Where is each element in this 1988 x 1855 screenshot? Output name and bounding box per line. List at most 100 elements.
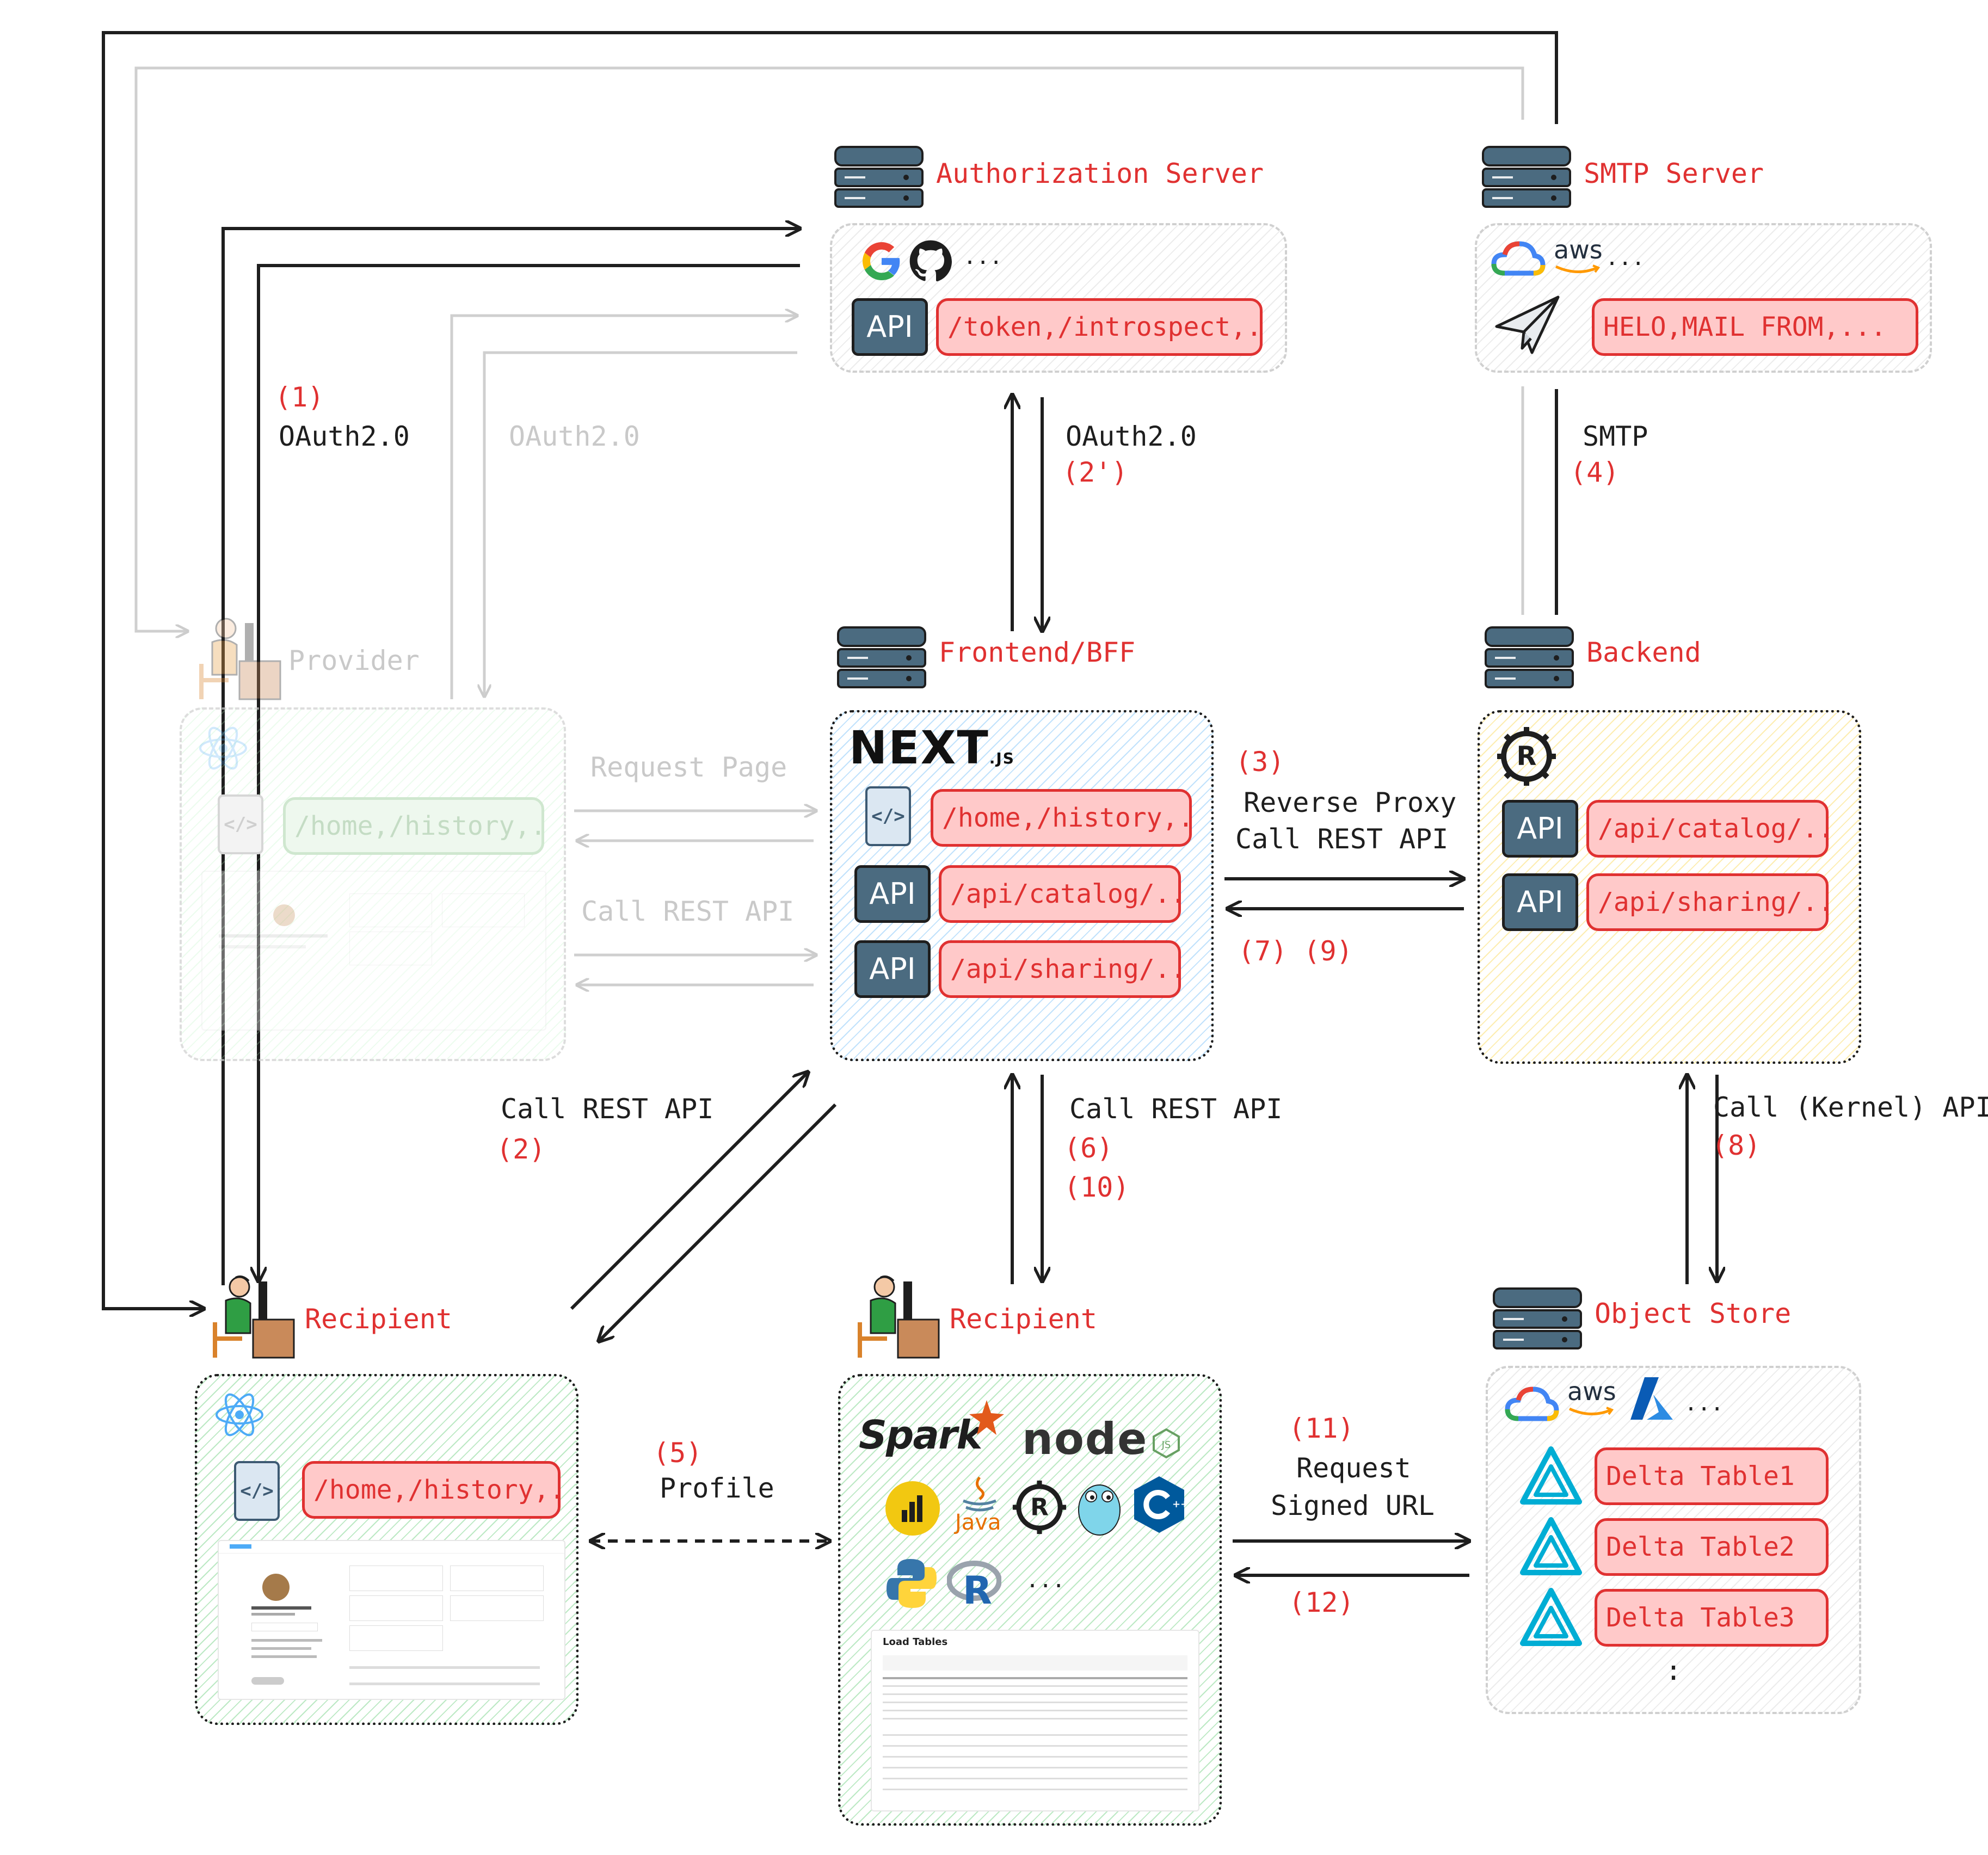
google-cloud-icon — [1491, 241, 1546, 276]
provider-page-pill: /home,/history,... — [283, 797, 544, 855]
delta-table-2-pill: Delta Table2 — [1595, 1518, 1829, 1576]
r-language-icon: R — [947, 1561, 1001, 1608]
svg-text:R: R — [1517, 741, 1537, 772]
delta-table-3-pill: Delta Table3 — [1595, 1589, 1829, 1647]
server-icon — [837, 626, 926, 688]
edge-6-number: (6) — [1064, 1132, 1113, 1164]
react-icon — [199, 726, 247, 770]
nodejs-hex-icon: JS — [1153, 1428, 1180, 1458]
react-icon — [216, 1393, 263, 1437]
provider-screenshot-thumbnail — [201, 871, 546, 1031]
backend-api-badge-1: API — [1502, 800, 1578, 858]
go-gopher-icon — [1078, 1484, 1121, 1536]
edge-2-number: (2) — [496, 1133, 546, 1165]
edge-4-number: (4) — [1570, 457, 1620, 488]
nodejs-logo: node — [1022, 1414, 1148, 1464]
object-store-ellipsis: : — [1665, 1655, 1682, 1686]
java-cup-icon — [963, 1476, 996, 1512]
edge-10-number: (10) — [1064, 1172, 1130, 1203]
edge-11-label-1: Request — [1296, 1452, 1411, 1484]
recipient-client-title: Recipient — [950, 1303, 1097, 1335]
aws-smile-icon — [1555, 264, 1601, 274]
edge-2p-number: (2') — [1062, 457, 1128, 488]
recipient-person-icon — [213, 1275, 295, 1359]
provider-box — [180, 707, 566, 1061]
edge-3-label-2: Call REST API — [1235, 823, 1449, 855]
google-icon — [863, 242, 900, 280]
auth-providers-more: ... — [963, 244, 1003, 269]
notebook-screenshot: Load Tables — [871, 1630, 1199, 1811]
edge-8-label: Call (Kernel) API — [1713, 1092, 1988, 1123]
frontend-page-pill: /home,/history,... — [931, 789, 1192, 847]
delta-table-1-pill: Delta Table1 — [1595, 1447, 1829, 1505]
powerbi-icon — [885, 1481, 940, 1536]
backend-title: Backend — [1586, 637, 1701, 668]
frontend-api-sharing-pill: /api/sharing/... — [939, 940, 1181, 998]
edge-request-page-label: Request Page — [590, 751, 787, 783]
edge-7-9-number: (7) (9) — [1238, 935, 1353, 967]
aws-logo: aws — [1567, 1377, 1616, 1406]
smtp-to-provider-line — [134, 66, 1524, 631]
edge-provider-oauth-label: OAuth2.0 — [509, 421, 640, 452]
server-icon — [1485, 626, 1574, 688]
backend-api-sharing-pill: /api/sharing/... — [1586, 873, 1829, 931]
frontend-api-badge-2: API — [854, 940, 931, 998]
recipient-person-icon — [858, 1275, 940, 1359]
edge-8-number: (8) — [1712, 1130, 1761, 1161]
auth-to-recipient-oauth-line — [258, 264, 800, 1281]
recipient-web-page-pill: /home,/history,... — [302, 1461, 561, 1519]
smtp-providers-more: ... — [1605, 245, 1645, 270]
notebook-title: Load Tables — [883, 1636, 948, 1648]
edge-5-number: (5) — [653, 1437, 703, 1469]
auth-server-title: Authorization Server — [936, 158, 1264, 189]
object-store-providers-more: ... — [1684, 1391, 1724, 1416]
nextjs-logo: NEXT.JS — [849, 721, 1015, 774]
server-icon — [834, 146, 924, 208]
frontend-api-catalog-pill: /api/catalog/... — [939, 865, 1181, 923]
rust-icon: R — [1497, 727, 1556, 786]
smtp-commands-pill: HELO,MAIL FROM,... — [1592, 298, 1918, 356]
edge-1-label: OAuth2.0 — [279, 421, 410, 452]
backend-api-badge-2: API — [1502, 873, 1578, 931]
frontend-to-recipient-arrow — [599, 1103, 837, 1341]
edge-12-number: (12) — [1289, 1587, 1355, 1618]
delta-lake-icon — [1520, 1446, 1582, 1505]
google-cloud-icon — [1505, 1386, 1559, 1421]
svg-text:++: ++ — [1172, 1499, 1186, 1510]
cpp-icon: ++ — [1134, 1476, 1186, 1533]
azure-icon — [1630, 1377, 1673, 1420]
rust-icon: R — [1012, 1480, 1067, 1534]
edge-4-label: SMTP — [1583, 421, 1648, 452]
file-code-icon: </> — [234, 1461, 280, 1521]
edge-2p-label: OAuth2.0 — [1066, 421, 1197, 452]
edge-call-rest-faded-label: Call REST API — [581, 896, 795, 927]
edge-5-label: Profile — [660, 1472, 774, 1504]
auth-api-badge: API — [852, 298, 928, 356]
auth-endpoints-pill: /token,/introspect,... — [936, 298, 1263, 356]
frontend-api-badge-1: API — [854, 865, 931, 923]
spark-star-icon — [969, 1400, 1004, 1435]
edge-11-number: (11) — [1289, 1413, 1355, 1444]
edge-1-number: (1) — [275, 381, 324, 413]
provider-title: Provider — [288, 645, 420, 676]
delta-lake-icon — [1520, 1588, 1582, 1646]
spark-logo: Spark — [859, 1412, 982, 1458]
recipient-profile-screenshot — [218, 1540, 565, 1700]
provider-oauth-in-line — [484, 351, 797, 697]
server-icon — [1493, 1287, 1582, 1349]
edge-11-label-2: Signed URL — [1271, 1490, 1435, 1521]
github-icon — [909, 240, 952, 282]
python-icon — [887, 1559, 937, 1608]
aws-smile-icon — [1568, 1407, 1614, 1416]
smtp-server-title: SMTP Server — [1584, 158, 1764, 189]
edge-3-number: (3) — [1235, 746, 1285, 778]
provider-person-icon — [199, 618, 281, 700]
recipient-to-auth-oauth-line — [221, 229, 800, 1285]
backend-api-catalog-pill: /api/catalog/... — [1586, 800, 1829, 858]
svg-text:R: R — [1030, 1494, 1049, 1521]
frontend-title: Frontend/BFF — [939, 637, 1136, 668]
file-code-icon: </> — [218, 794, 263, 854]
svg-text:R: R — [963, 1568, 992, 1608]
recipient-web-title: Recipient — [305, 1303, 452, 1335]
recipient-to-frontend-arrow — [570, 1072, 808, 1310]
